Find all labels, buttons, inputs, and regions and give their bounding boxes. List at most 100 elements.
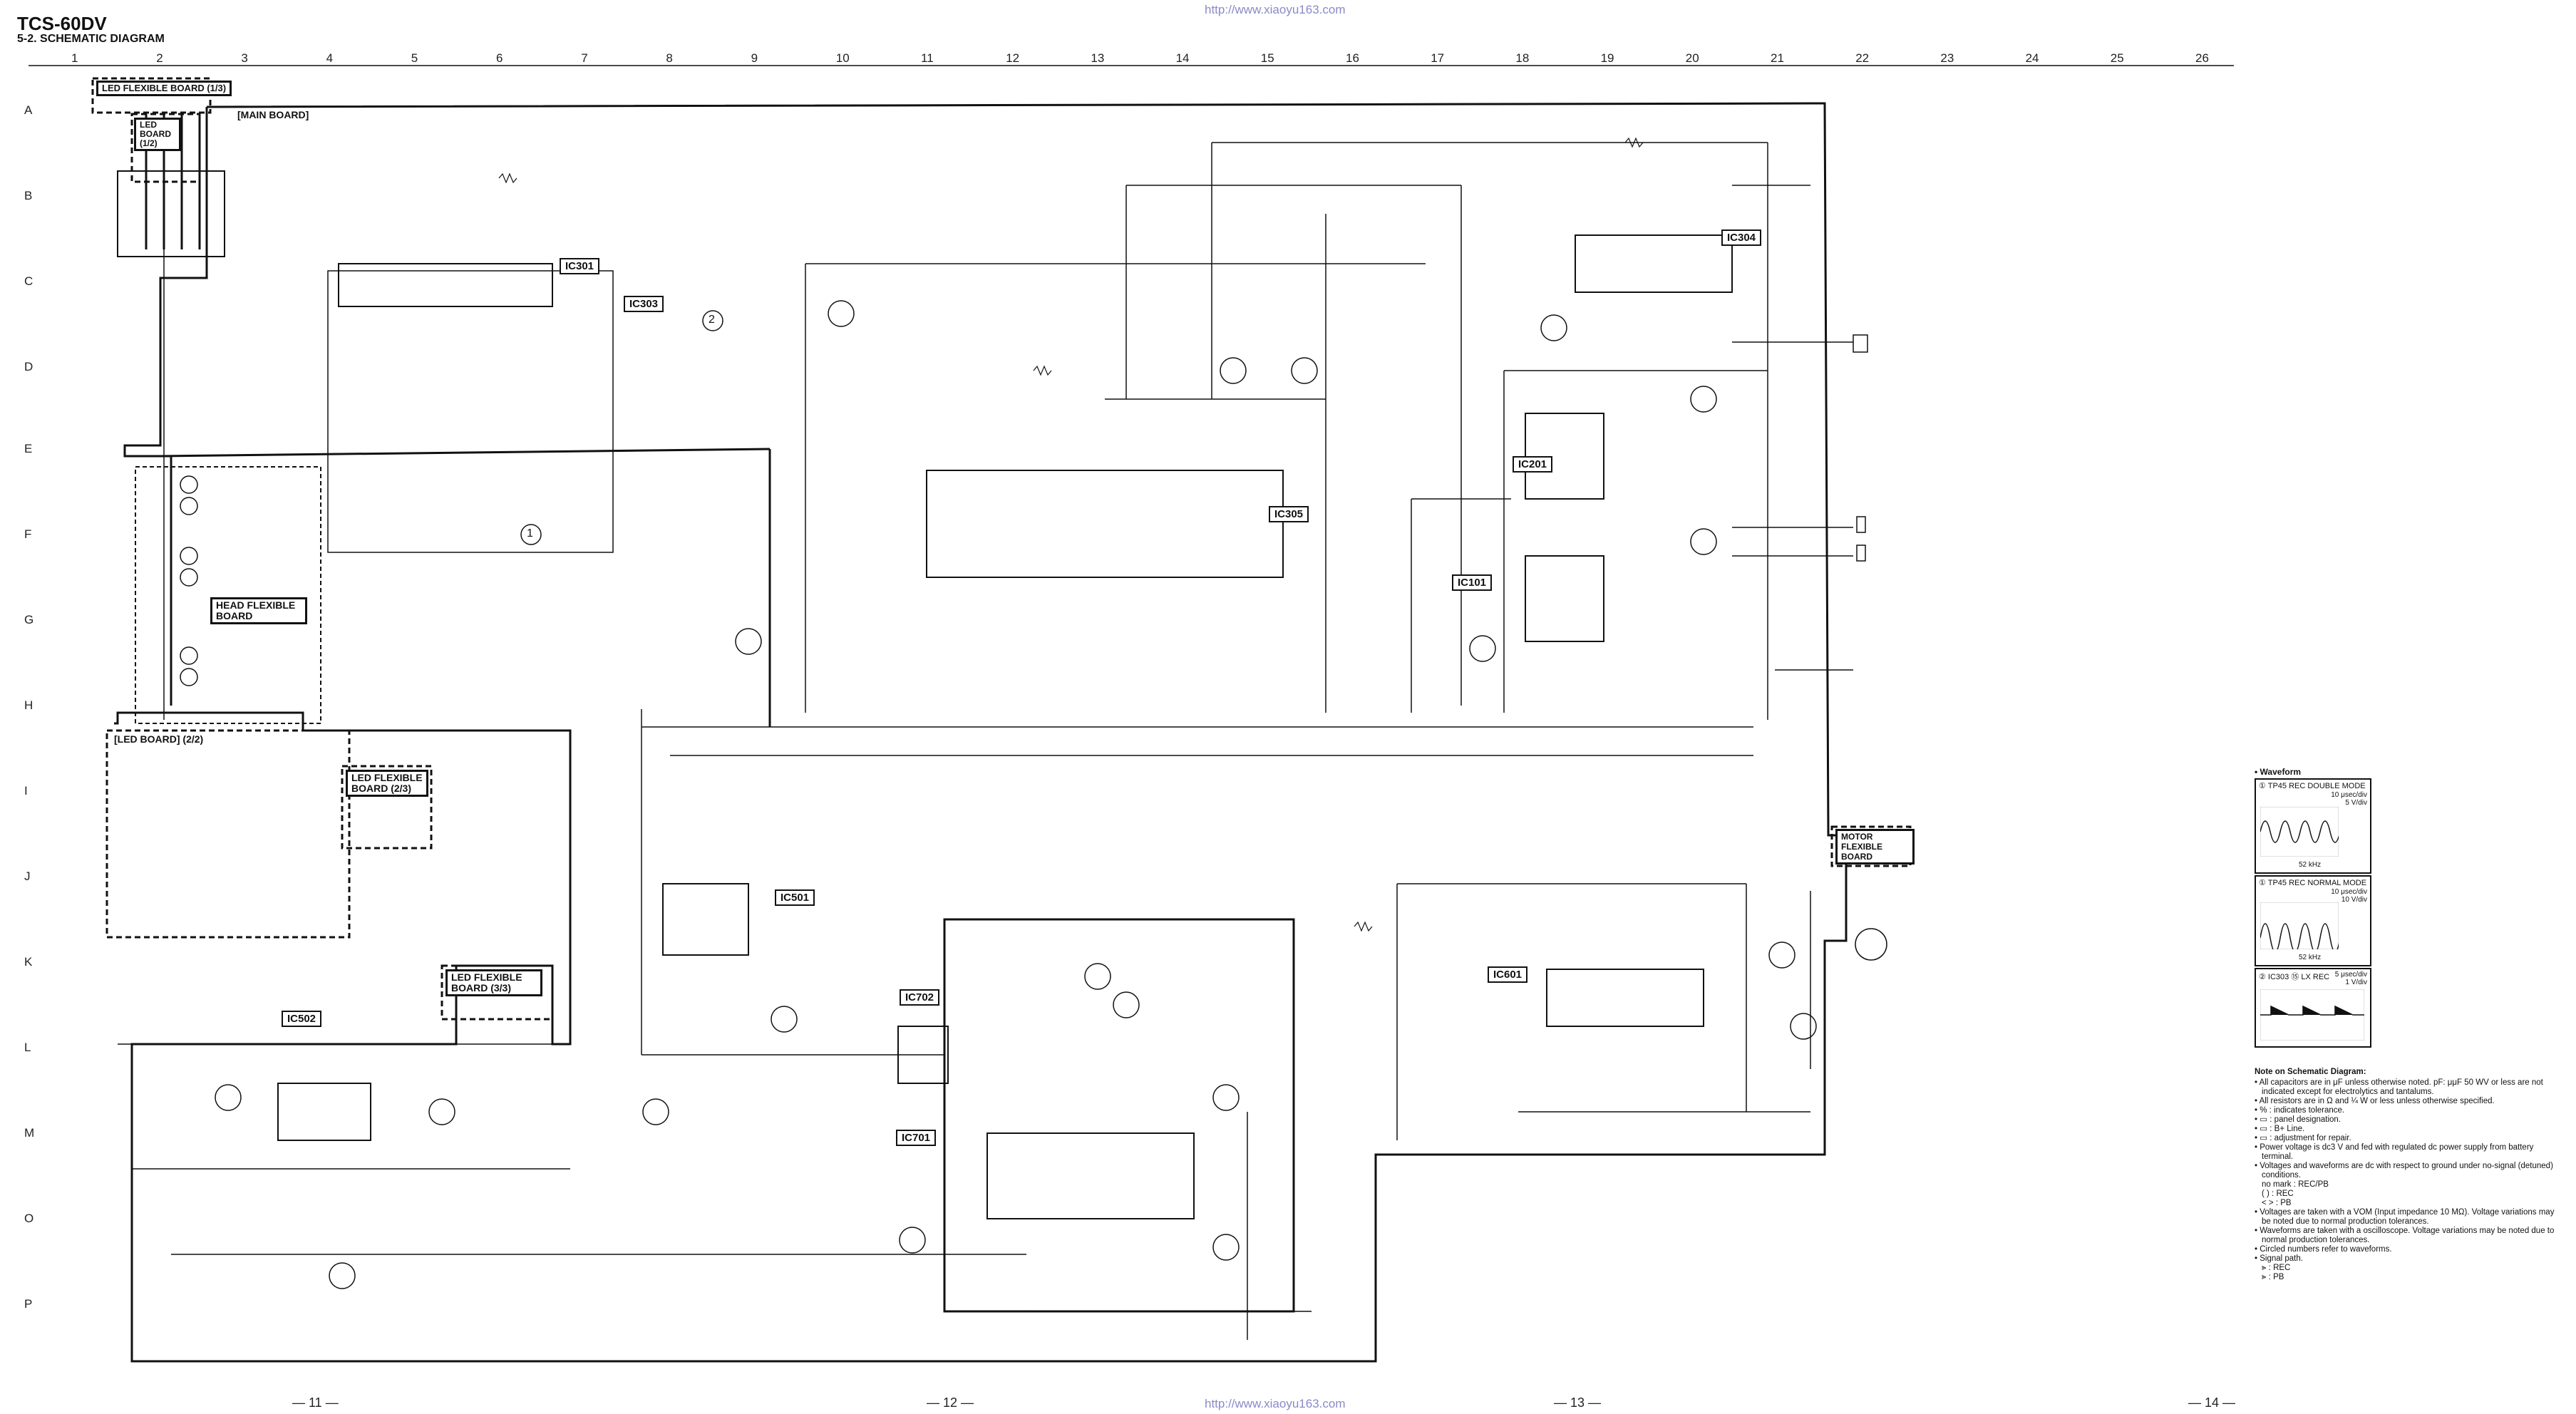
column-8: 8: [666, 51, 673, 65]
label-led-flexible-board-1-3: LED FLEXIBLE BOARD (1/3): [96, 81, 232, 96]
label-led-flexible-board-2-3: LED FLEXIBLE BOARD (2/3): [346, 770, 428, 797]
waveform-2-frequency: 52 kHz: [2299, 954, 2322, 961]
column-19: 19: [1600, 51, 1614, 65]
column-11: 11: [921, 51, 934, 65]
row-G: G: [24, 613, 34, 626]
column-18: 18: [1515, 51, 1530, 65]
notes-list-2: • Voltages are taken with a VOM (Input i…: [2255, 1208, 2561, 1264]
column-25: 25: [2110, 51, 2124, 65]
column-13: 13: [1091, 51, 1105, 65]
row-K: K: [24, 955, 33, 969]
waveform-2-title: ① TP45 REC NORMAL MODE: [2259, 879, 2367, 887]
label-led-flexible-board-3-3: LED FLEXIBLE BOARD (3/3): [445, 969, 542, 996]
ic702-label: IC702: [900, 989, 940, 1006]
waveform-1-frequency: 52 kHz: [2299, 861, 2322, 869]
notes-items-6: • Power voltage is dc3 V and fed with re…: [2255, 1143, 2534, 1161]
ic502-label: IC502: [282, 1011, 322, 1027]
notes-items2-2: • Circled numbers refer to waveforms.: [2255, 1245, 2392, 1254]
row-B: B: [24, 189, 33, 202]
notes-items-7: • Voltages and waveforms are dc with res…: [2255, 1162, 2553, 1180]
waveform-heading: • Waveform: [2255, 767, 2302, 777]
label-led-board-1-2: LED BOARD (1/2): [134, 118, 181, 151]
notes-list: • All capacitors are in μF unless otherw…: [2255, 1078, 2561, 1180]
notes-items2-1: • Waveforms are taken with a oscilloscop…: [2255, 1227, 2555, 1244]
column-7: 7: [581, 51, 588, 65]
column-5: 5: [411, 51, 418, 65]
column-2: 2: [156, 51, 163, 65]
row-C: C: [24, 274, 34, 288]
column-17: 17: [1431, 51, 1445, 65]
ic305-label: IC305: [1269, 506, 1309, 522]
column-12: 12: [1006, 51, 1020, 65]
ic101-label: IC101: [1452, 574, 1493, 591]
column-22: 22: [1855, 51, 1870, 65]
ic303-label: IC303: [624, 296, 664, 312]
column-4: 4: [326, 51, 334, 65]
row-O: O: [24, 1212, 34, 1225]
notes-items-2: • % : indicates tolerance.: [2255, 1106, 2345, 1115]
row-M: M: [24, 1126, 35, 1140]
row-F: F: [24, 527, 32, 541]
column-23: 23: [1940, 51, 1954, 65]
notes-signal-0: ⫸ : REC: [2262, 1264, 2291, 1272]
column-1: 1: [71, 51, 78, 65]
waveform-1-title: ① TP45 REC DOUBLE MODE: [2259, 782, 2366, 790]
page-number-13: — 13 —: [1554, 1395, 1602, 1410]
page-number-14: — 14 —: [2188, 1395, 2236, 1410]
column-21: 21: [1771, 51, 1784, 65]
column-6: 6: [496, 51, 503, 65]
page-number-11: — 11 —: [292, 1395, 339, 1410]
notes-items-3: • ▭ : panel designation.: [2255, 1115, 2341, 1124]
waveform-3-title: ② IC303 ⑮ LX REC: [2259, 973, 2330, 981]
notes-title: Note on Schematic Diagram:: [2255, 1068, 2366, 1076]
row-E: E: [24, 442, 33, 455]
row-L: L: [24, 1041, 31, 1054]
row-H: H: [24, 698, 34, 712]
label-led-board-2-2: [LED BOARD] (2/2): [114, 733, 204, 745]
label-main-board: [MAIN BOARD]: [237, 109, 309, 120]
column-10: 10: [835, 51, 850, 65]
ic601-label: IC601: [1488, 966, 1528, 983]
column-3: 3: [241, 51, 248, 65]
waveform-marker-2: 2: [709, 314, 715, 326]
notes-items2-3: • Signal path.: [2255, 1254, 2303, 1263]
watermark-url-top: http://www.xiaoyu163.com: [1205, 3, 1346, 16]
label-head-flexible-board: HEAD FLEXIBLE BOARD: [210, 597, 307, 624]
notes-items-5: • ▭ : adjustment for repair.: [2255, 1134, 2351, 1142]
notes-modes-0: no mark : REC/PB: [2262, 1180, 2329, 1189]
column-15: 15: [1260, 51, 1274, 65]
watermark-url-bottom: http://www.xiaoyu163.com: [1205, 1397, 1346, 1410]
ic301-label: IC301: [560, 258, 600, 274]
notes-modes-1: ( ) : REC: [2262, 1189, 2294, 1198]
notes-items-0: • All capacitors are in μF unless otherw…: [2255, 1078, 2543, 1096]
column-16: 16: [1346, 51, 1359, 65]
column-9: 9: [751, 51, 758, 65]
label-motor-flexible-board: MOTOR FLEXIBLE BOARD: [1835, 829, 1915, 865]
ic501-label: IC501: [775, 889, 815, 906]
waveform-2-trace: [2260, 902, 2339, 949]
ic201-label: IC201: [1513, 456, 1553, 473]
ic701-label: IC701: [896, 1130, 937, 1146]
column-14: 14: [1175, 51, 1190, 65]
row-J: J: [24, 869, 31, 883]
column-24: 24: [2025, 51, 2039, 65]
notes-mode-legend: no mark : REC/PB( ) : REC< > : PB: [2255, 1180, 2561, 1208]
ic304-label: IC304: [1721, 229, 1762, 246]
column-20: 20: [1685, 51, 1699, 65]
waveform-3-trace: [2260, 989, 2364, 1041]
waveform-marker-1: 1: [527, 527, 533, 540]
section-title: 5-2. SCHEMATIC DIAGRAM: [17, 33, 165, 45]
row-A: A: [24, 103, 33, 117]
notes-signal-1: ⫸ : PB: [2262, 1273, 2284, 1281]
row-D: D: [24, 360, 34, 373]
schematic-notes: Note on Schematic Diagram: • All capacit…: [2255, 1068, 2561, 1282]
waveform-1-trace: [2260, 807, 2339, 857]
row-I: I: [24, 784, 28, 798]
